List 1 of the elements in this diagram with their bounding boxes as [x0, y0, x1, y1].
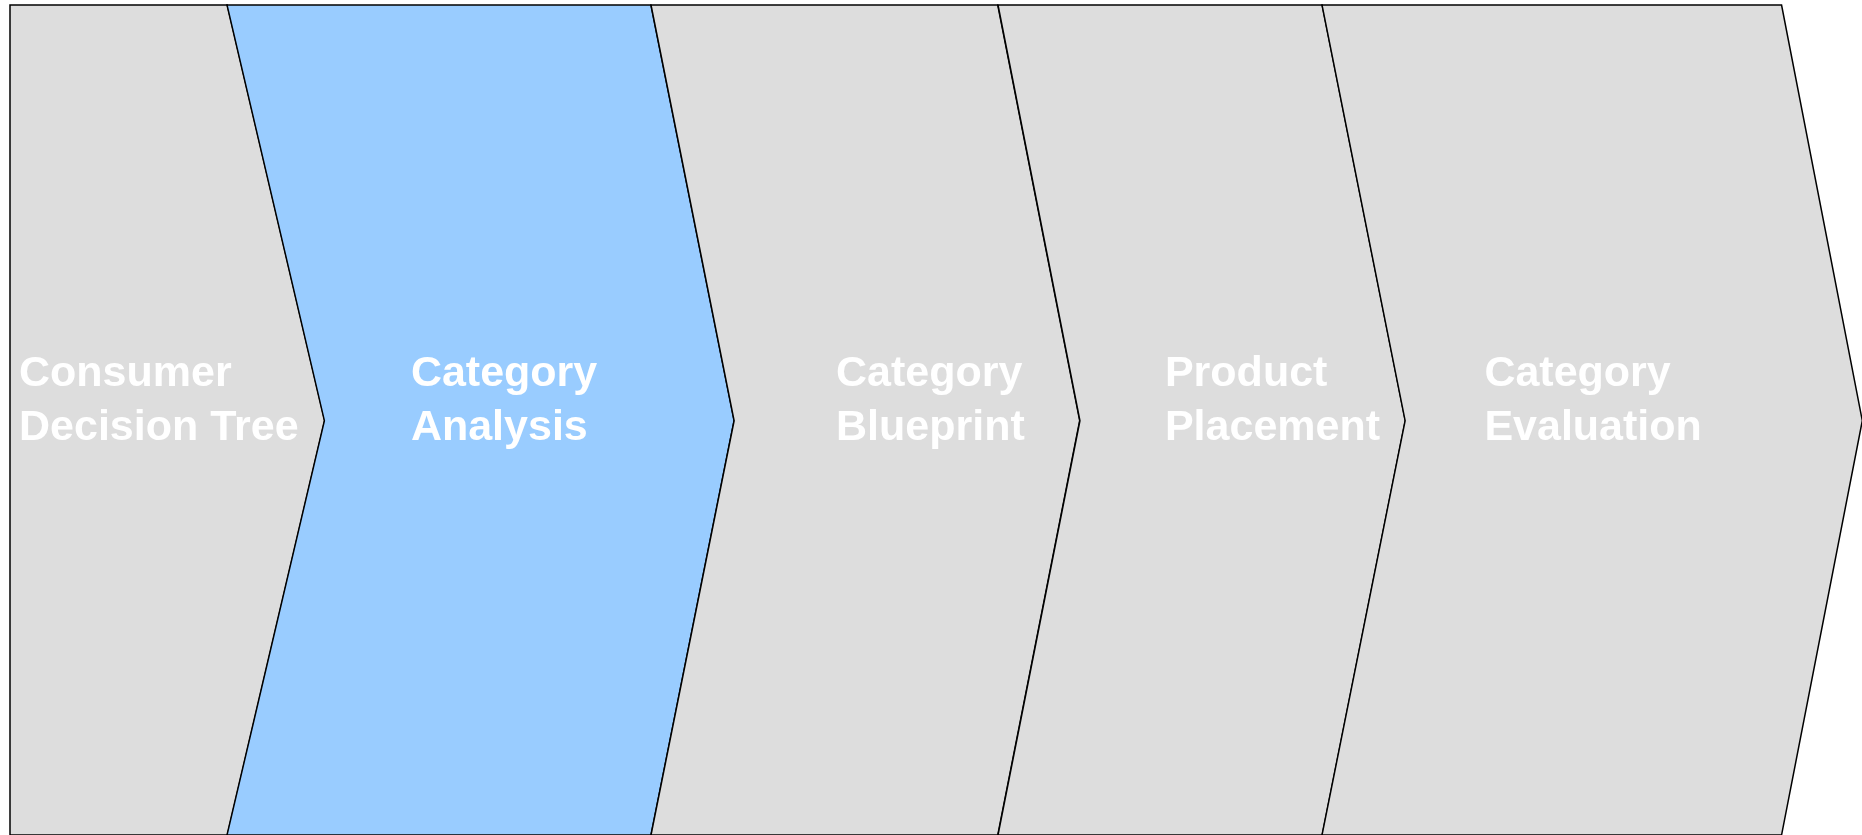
step-label: Category Analysis: [410, 346, 599, 452]
